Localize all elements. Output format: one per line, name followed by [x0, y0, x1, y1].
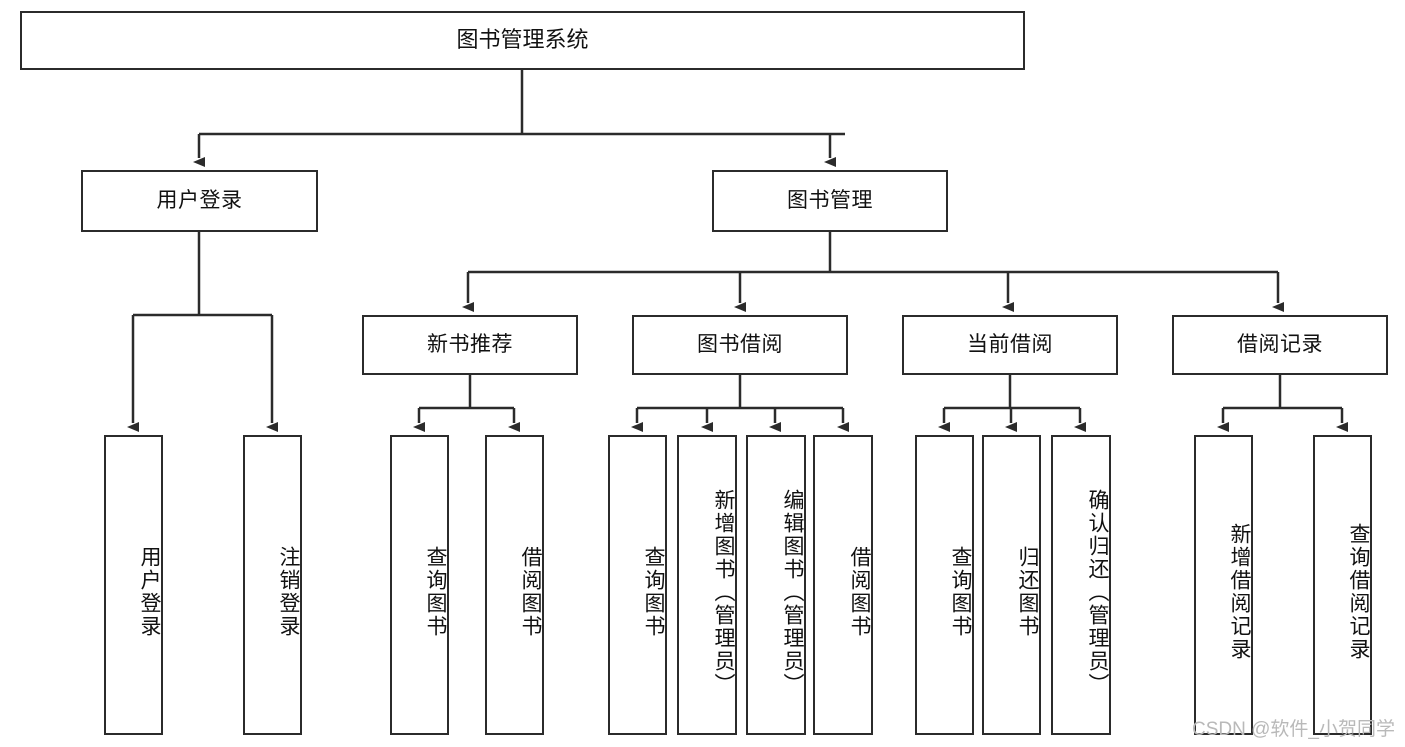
leaf-borrow-edit-book-admin[interactable]: 编辑图书（管理员）	[746, 435, 806, 735]
leaf-newbook-query-books[interactable]: 查询图书	[390, 435, 449, 735]
leaf-label: 查询图书	[949, 546, 972, 638]
leaf-borrow-query-books[interactable]: 查询图书	[608, 435, 667, 735]
leaf-current-return-books[interactable]: 归还图书	[982, 435, 1041, 735]
leaf-label: 新增借阅记录	[1228, 523, 1251, 661]
node-user-login[interactable]: 用户登录	[81, 170, 318, 232]
node-new-book-recommend[interactable]: 新书推荐	[362, 315, 578, 375]
leaf-label: 确认归还（管理员）	[1086, 488, 1109, 696]
leaf-label: 借阅图书	[519, 546, 542, 638]
leaf-label: 借阅图书	[848, 546, 871, 638]
leaf-borrow-borrow-books[interactable]: 借阅图书	[813, 435, 873, 735]
leaf-label: 编辑图书（管理员）	[781, 488, 804, 696]
leaf-records-query-record[interactable]: 查询借阅记录	[1313, 435, 1372, 735]
leaf-newbook-borrow-books[interactable]: 借阅图书	[485, 435, 544, 735]
leaf-current-confirm-return-admin[interactable]: 确认归还（管理员）	[1051, 435, 1111, 735]
node-book-management[interactable]: 图书管理	[712, 170, 948, 232]
node-current-borrow[interactable]: 当前借阅	[902, 315, 1118, 375]
leaf-label: 查询借阅记录	[1347, 523, 1370, 661]
leaf-user-login-signout[interactable]: 注销登录	[243, 435, 302, 735]
node-root-system[interactable]: 图书管理系统	[20, 11, 1025, 70]
leaf-user-login-signin[interactable]: 用户登录	[104, 435, 163, 735]
leaf-label: 查询图书	[642, 546, 665, 638]
leaf-label: 注销登录	[277, 546, 300, 638]
leaf-label: 新增图书（管理员）	[712, 488, 735, 696]
leaf-label: 查询图书	[424, 546, 447, 638]
leaf-borrow-add-book-admin[interactable]: 新增图书（管理员）	[677, 435, 737, 735]
node-borrow-records[interactable]: 借阅记录	[1172, 315, 1388, 375]
leaf-records-add-record[interactable]: 新增借阅记录	[1194, 435, 1253, 735]
leaf-label: 用户登录	[138, 546, 161, 638]
leaf-current-query-books[interactable]: 查询图书	[915, 435, 974, 735]
node-book-borrow[interactable]: 图书借阅	[632, 315, 848, 375]
leaf-label: 归还图书	[1016, 546, 1039, 638]
